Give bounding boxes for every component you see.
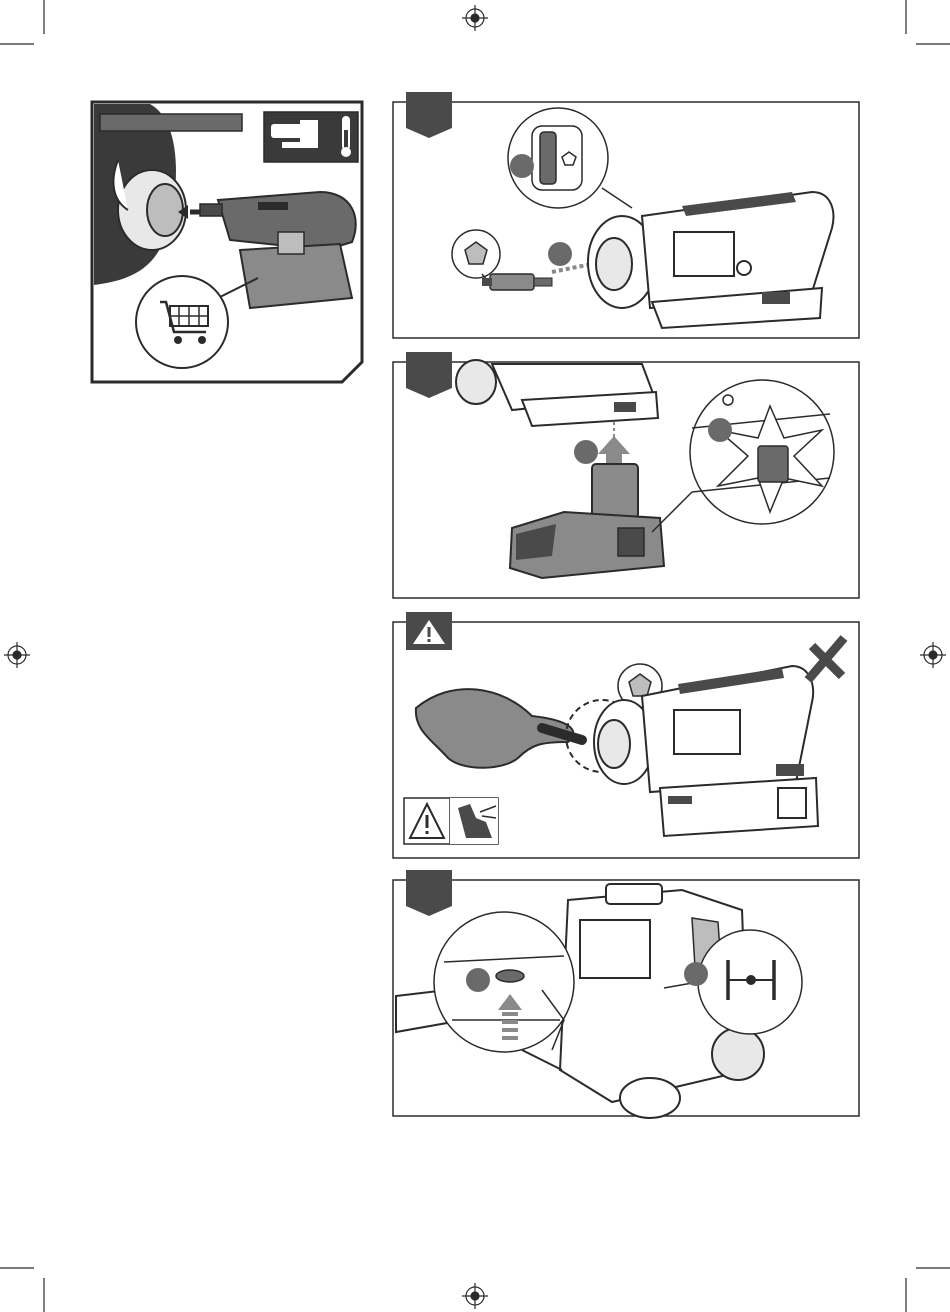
panel-4: [392, 870, 862, 1120]
thermometer-icon: [264, 112, 358, 162]
warning-triangle-icon: [406, 612, 452, 650]
side-panel-accessory: [90, 100, 366, 384]
cut-hazard-icon: [404, 798, 498, 844]
registration-mark-left: [4, 642, 30, 668]
callout-dot: [548, 242, 572, 266]
registration-mark-bottom: [462, 1283, 488, 1309]
registration-mark-right: [920, 642, 946, 668]
panel-1: [392, 92, 862, 342]
tension-knob: [434, 912, 574, 1052]
panel-3: [392, 612, 862, 862]
panel-2: [392, 352, 862, 602]
registration-mark-top: [462, 5, 488, 31]
header-bar: [100, 114, 242, 131]
callout-dot: [574, 440, 598, 464]
